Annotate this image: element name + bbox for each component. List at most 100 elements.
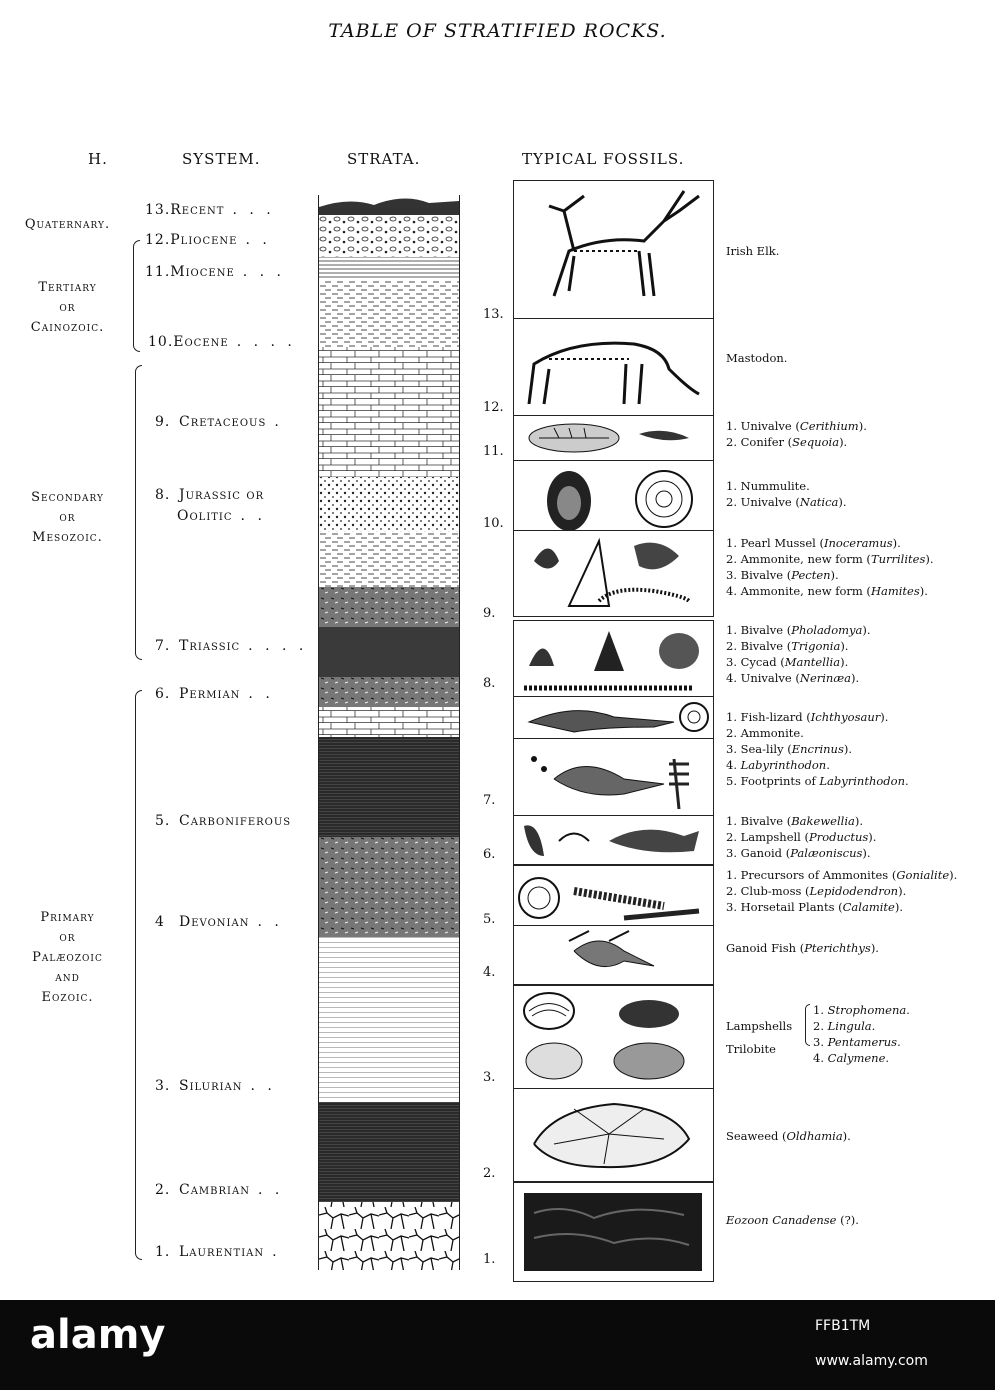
fossil-number: 4. (483, 965, 496, 980)
system-name: Cretaceous (179, 414, 267, 430)
era-line: Palæozoic (32, 950, 103, 965)
fossil-caption: Irish Elk. (726, 243, 779, 259)
system-dots: . . . (232, 202, 275, 218)
strata-column (318, 195, 460, 1270)
caption-text: 3. Cycad ( (726, 655, 785, 669)
fossil-caption: 1. Pearl Mussel (Inoceramus).2. Ammonite… (726, 535, 934, 599)
caption-line: 4. Univalve (Nerinæa). (726, 670, 871, 686)
caption-text: ). (858, 419, 867, 433)
system-name: Devonian (179, 914, 250, 930)
fossil-caption: Seaweed (Oldhamia). (726, 1128, 851, 1144)
system-number: 8. (155, 487, 171, 503)
caption-text: 1. Fish-lizard ( (726, 710, 811, 724)
caption-text: 1. (813, 1003, 828, 1017)
caption-line: Eozoon Canadense (?). (726, 1212, 859, 1228)
labyrinthodon-illustration (531, 756, 689, 810)
caption-text: Eozoon Canadense (726, 1213, 837, 1227)
caption-text: Oldhamia (786, 1129, 843, 1143)
strata-illustration (319, 198, 459, 1270)
caption-text: ). (854, 814, 864, 828)
caption-text: 1. Univalve ( (726, 419, 800, 433)
system-dots: . . (240, 508, 266, 524)
caption-text: Bakewellia (791, 814, 855, 828)
system-dots: . . . . (236, 334, 296, 350)
era-line: Mesozoic. (32, 530, 103, 545)
caption-text: Cerithium (799, 419, 859, 433)
system-name: Cambrian (179, 1182, 250, 1198)
ichthyosaur-illustration (527, 702, 709, 733)
caption-text: 3. Horsetail Plants ( (726, 900, 843, 914)
fossil-panel (513, 530, 714, 617)
caption-text: ). (892, 536, 901, 550)
fossil-number: 5. (483, 912, 496, 927)
caption-text: 2. Club-moss ( (726, 884, 810, 898)
caption-line: 3. Bivalve (Pecten). (726, 567, 934, 583)
fossil-number: 2. (483, 1166, 496, 1181)
fossil-caption: Mastodon. (726, 350, 787, 366)
watermark-brand: alamy (30, 1312, 166, 1358)
caption-line: 3. Cycad (Mantellia). (726, 654, 871, 670)
era-line: Primary (40, 910, 95, 925)
caption-text: ). (839, 435, 848, 449)
caption-line: 1. Precursors of Ammonites (Gonialite). (726, 867, 957, 883)
watermark-bar (0, 1300, 995, 1390)
caption-text: Productus (809, 830, 869, 844)
pterichthys-illustration (568, 930, 655, 968)
nummulite-natica-illustration (547, 470, 693, 531)
caption-text: Pecten (791, 568, 831, 582)
caption-line: 4. Ammonite, new form (Hamites). (726, 583, 934, 599)
caption-text: ). (925, 552, 934, 566)
caption-text: Inoceramus (823, 536, 893, 550)
header-strata: STRATA. (347, 150, 421, 168)
univalve-conifer-illustration (528, 423, 689, 453)
caption-line: Lampshells (726, 1015, 792, 1038)
fossil-number: 8. (483, 676, 496, 691)
system-number: 9. (155, 414, 171, 430)
caption-text: 5. Footprints of (726, 774, 820, 788)
system-number: 1. (155, 1244, 171, 1260)
caption-text: ). (894, 900, 903, 914)
system-row: 2.Cambrian. . (155, 1182, 283, 1198)
system-name: Recent (170, 202, 225, 218)
caption-text: ). (843, 742, 853, 756)
system-name: Eocene (173, 334, 229, 350)
jurassic-fossils-illustration (524, 631, 699, 691)
caption-text: Palæoniscus (790, 846, 863, 860)
system-number: 11. (145, 264, 171, 280)
era-line: or (59, 930, 76, 945)
era-line: Quaternary. (24, 217, 111, 232)
caption-text: Ichthyosaur (810, 710, 881, 724)
caption-text: 3. Bivalve ( (726, 568, 792, 582)
era-line: or (59, 510, 76, 525)
mesozoic-brace (135, 365, 142, 660)
fossil-caption: 1. Precursors of Ammonites (Gonialite).2… (726, 867, 957, 915)
lampshell-item: 1. Strophomena. (813, 1002, 910, 1018)
system-dots: . . (257, 1182, 284, 1198)
caption-text: 1. Nummulite. (726, 479, 810, 493)
caption-text: Hamites (870, 584, 920, 598)
caption-text: ). (830, 568, 839, 582)
caption-text: 4. (813, 1051, 828, 1065)
era-line: and (55, 970, 80, 985)
fossil-panel (513, 815, 714, 865)
caption-line: 5. Footprints of Labyrinthodon. (726, 773, 909, 789)
fossil-caption: Ganoid Fish (Pterichthys). (726, 940, 879, 956)
system-name: Silurian (179, 1078, 243, 1094)
era-line: Eozoic. (41, 990, 94, 1005)
caption-line: 1. Nummulite. (726, 478, 847, 494)
caption-line: Seaweed (Oldhamia). (726, 1128, 851, 1144)
caption-line: 2. Bivalve (Trigonia). (726, 638, 871, 654)
lampshells-trilobite-illustration (523, 992, 685, 1080)
fossil-panel (513, 865, 714, 927)
caption-line: 1. Univalve (Cerithium). (726, 418, 867, 434)
devonian-fossils-illustration (518, 877, 700, 921)
system-name: Miocene (170, 264, 235, 280)
caption-line: 2. Univalve (Natica). (726, 494, 847, 510)
caption-text: 2. (813, 1019, 828, 1033)
caption-text: Strophomena. (827, 1003, 910, 1017)
caption-text: ). (851, 671, 860, 685)
system-name: Triassic (179, 638, 241, 654)
caption-text: . (826, 758, 830, 772)
